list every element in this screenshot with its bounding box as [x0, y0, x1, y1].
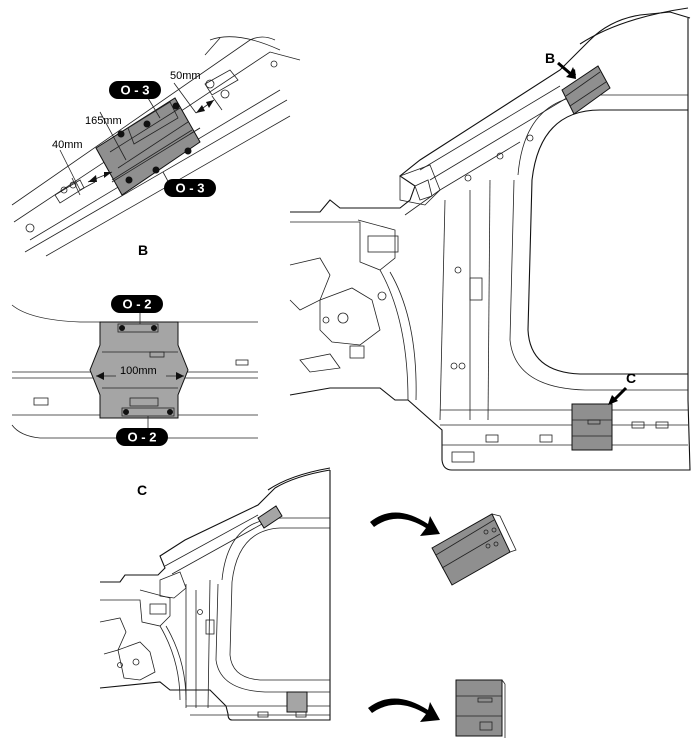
dimension-label: 100mm: [120, 365, 157, 377]
weld-code-badge: O - 2: [111, 295, 163, 313]
replacement-part-b: [431, 513, 517, 586]
svg-text:O - 2: O - 2: [123, 297, 152, 312]
svg-text:O - 3: O - 3: [121, 83, 150, 98]
svg-text:O - 2: O - 2: [128, 430, 157, 445]
dimension-label: 40mm: [52, 139, 83, 151]
svg-text:O - 3: O - 3: [176, 181, 205, 196]
dimension-label: 50mm: [170, 70, 201, 82]
body-side-view-c: [99, 467, 331, 721]
view-title: B: [138, 242, 148, 258]
replacement-part-c: [455, 679, 506, 738]
weld-code-badge: O - 3: [164, 179, 216, 197]
view-title: C: [137, 482, 147, 498]
weld-code-badge: O - 2: [116, 428, 168, 446]
patch-panel: [571, 403, 613, 451]
pointer-arrow-icon: [557, 61, 576, 79]
weld-code-badge: O - 3: [109, 81, 161, 99]
body-side-main-view: [289, 7, 691, 471]
dimension-label: 165mm: [85, 115, 122, 127]
curved-arrow-icon: [368, 698, 440, 722]
curved-arrow-icon: [370, 512, 440, 536]
callout-letter: B: [545, 50, 555, 66]
callout-letter: C: [626, 370, 636, 386]
pointer-arrow-icon: [608, 386, 628, 405]
